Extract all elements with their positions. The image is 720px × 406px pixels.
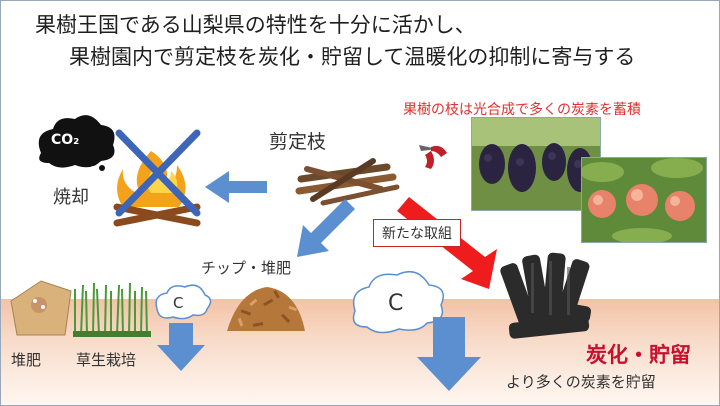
arrow-to-chips bbox=[297, 199, 355, 257]
photosynthesis-note: 果樹の枝は光合成で多くの炭素を蓄積 bbox=[403, 102, 641, 118]
carbonize-store-label: 炭化・貯留 bbox=[586, 343, 691, 367]
carbon-label-large: C bbox=[388, 291, 404, 316]
compost-label: 堆肥 bbox=[11, 351, 42, 369]
burning-label: 焼却 bbox=[53, 187, 89, 208]
small-down-arrow bbox=[157, 323, 205, 371]
wood-chips-icon bbox=[227, 287, 305, 331]
bonfire-icon bbox=[113, 151, 201, 227]
grass-icon bbox=[74, 282, 148, 336]
grass-cultivation-label: 草生栽培 bbox=[76, 351, 137, 369]
carbon-cloud-icon bbox=[352, 270, 444, 334]
pruned-branches-label: 剪定枝 bbox=[269, 131, 327, 153]
chip-compost-label: チップ・堆肥 bbox=[201, 259, 292, 277]
arrow-to-burning bbox=[205, 171, 267, 203]
carbon-label-small: C bbox=[173, 294, 184, 312]
title-line-2: 果樹園内で剪定枝を炭化・貯留して温暖化の抑制に寄与する bbox=[69, 45, 636, 69]
new-initiative-box: 新たな取組 bbox=[373, 219, 461, 247]
peach-photo bbox=[581, 157, 707, 243]
co2-cloud-icon bbox=[38, 115, 115, 171]
carbon-cloud-icon bbox=[155, 284, 212, 320]
co2-label: CO₂ bbox=[51, 132, 80, 148]
grape-photo bbox=[471, 117, 601, 211]
large-down-arrow bbox=[417, 317, 481, 391]
branches-icon bbox=[295, 158, 400, 206]
cross-mark-icon bbox=[115, 129, 201, 217]
title-line-1: 果樹王国である山梨県の特性を十分に活かし、 bbox=[35, 13, 476, 37]
compost-bag-icon bbox=[10, 280, 72, 336]
charcoal-icon bbox=[500, 252, 592, 339]
pruning-shears-icon bbox=[419, 145, 447, 169]
more-carbon-label: より多くの炭素を貯留 bbox=[506, 373, 656, 391]
